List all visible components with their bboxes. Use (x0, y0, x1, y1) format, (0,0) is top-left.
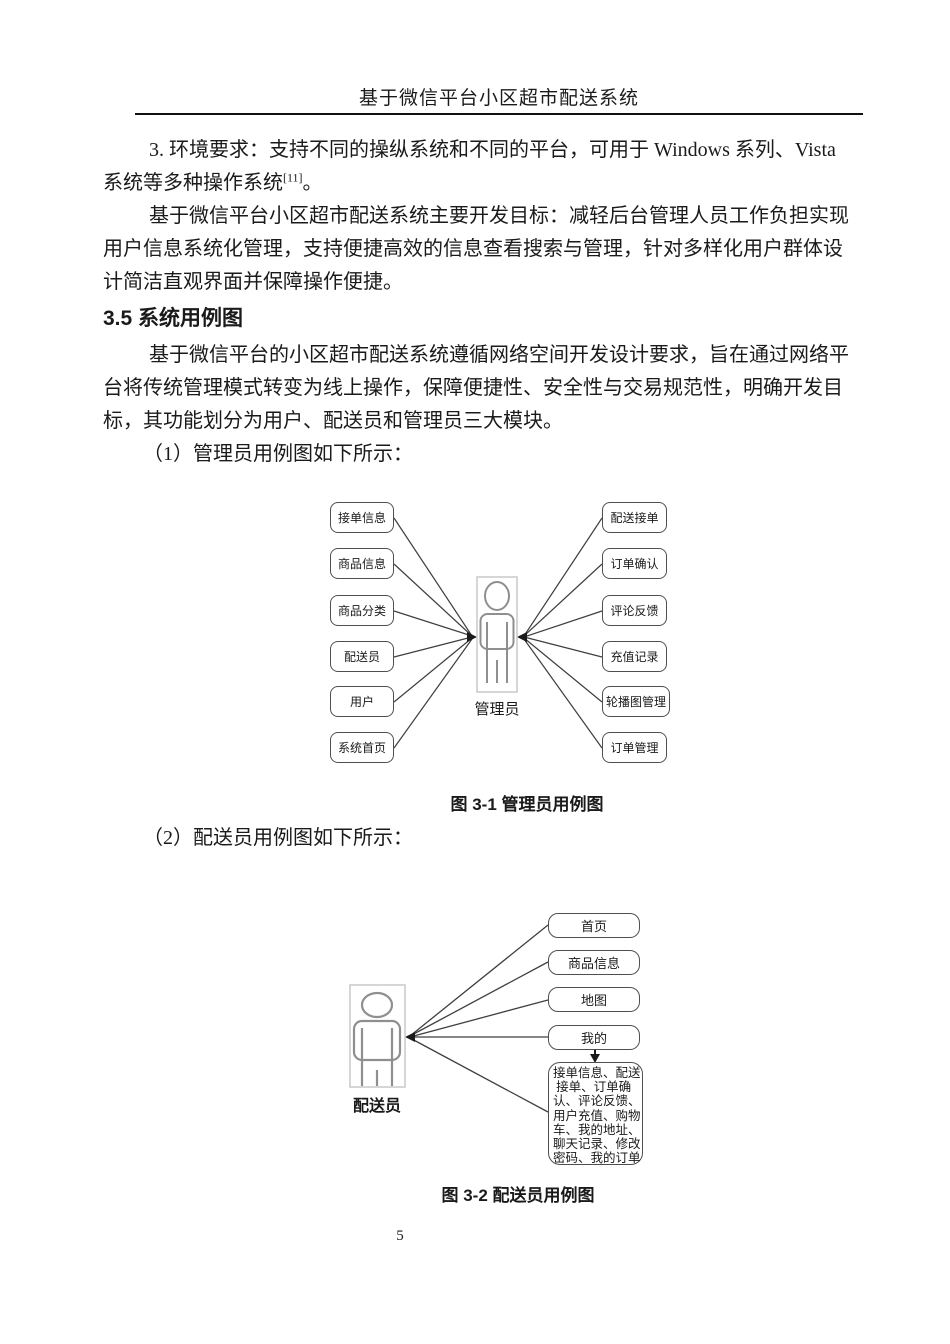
connector-line (523, 610, 603, 638)
para2-line1: 基于微信平台小区超市配送系统主要开发目标：减轻后台管理人员工作负担实现 (149, 205, 849, 227)
para1-line1: 3. 环境要求：支持不同的操纵系统和不同的平台，可用于 Windows 系列、V… (149, 139, 836, 161)
figure-caption-3-1: 图 3-1 管理员用例图 (450, 795, 604, 814)
detail-line: 车、我的地址、 (553, 1122, 641, 1137)
actor-head (360, 991, 394, 1019)
header-rule (135, 113, 863, 115)
running-header-title: 基于微信平台小区超市配送系统 (358, 88, 639, 109)
para3-line1: 基于微信平台的小区超市配送系统遵循网络空间开发设计要求，旨在通过网络平 (149, 344, 849, 366)
admin-diagram-canvas (393, 517, 603, 749)
down-arrowhead (590, 1054, 600, 1063)
admin-usecase-diagram: 接单信息 商品信息 商品分类 配送员 用户 系统首页 配送接单 订单确认 评论反… (300, 490, 700, 790)
usecase-node: 首页 (548, 913, 640, 938)
connector-line (393, 638, 473, 749)
detail-line: 认、评论反馈、 (553, 1094, 641, 1109)
courier-functions-box: 接单信息、配送 接单、订单确 认、评论反馈、 用户充值、购物 车、我的地址、 聊… (548, 1062, 643, 1165)
detail-line: 接单信息、配送 (553, 1066, 641, 1080)
arrowhead-left (405, 1032, 415, 1042)
citation-ref: [11] (283, 170, 303, 185)
usecase-node: 我的 (548, 1025, 640, 1050)
usecase-node: 用户 (330, 686, 394, 717)
admin-actor-icon (476, 576, 518, 693)
connector-line (393, 637, 473, 703)
detail-line: 接单、订单确 (553, 1080, 632, 1095)
usecase-node: 商品分类 (330, 595, 394, 626)
actor-limbs (360, 1028, 394, 1086)
actor-torso (352, 1019, 402, 1062)
para3-line3: 标，其功能划分为用户、配送员和管理员三大模块。 (103, 410, 563, 432)
usecase-node: 地图 (548, 987, 640, 1012)
figure-caption-3-2: 图 3-2 配送员用例图 (441, 1186, 595, 1205)
usecase-node: 配送员 (330, 641, 394, 672)
connector-line (523, 637, 603, 703)
connector-line (393, 563, 473, 637)
section-heading: 3.5 系统用例图 (103, 307, 244, 330)
connector-line (523, 517, 603, 637)
actor-limbs (486, 622, 508, 683)
connector-line (409, 961, 549, 1037)
courier-actor-icon (349, 984, 406, 1088)
actor-head (484, 581, 510, 611)
courier-actor-label: 配送员 (352, 1098, 401, 1115)
usecase-node: 商品信息 (548, 950, 640, 975)
page-number: 5 (396, 1228, 404, 1244)
detail-line: 密码、我的订单 (553, 1151, 641, 1166)
connector-line (523, 638, 603, 749)
connector-line (409, 1037, 549, 1113)
usecase-node: 轮播图管理 (602, 686, 670, 717)
courier-usecase-diagram: 首页 商品信息 地图 我的 接单信息、配送 接单、订单确 认、评论反馈、 用户充… (330, 900, 670, 1190)
usecase-node: 评论反馈 (602, 595, 667, 626)
connector-lines (409, 924, 549, 1113)
detail-line: 用户充值、购物 (553, 1108, 641, 1123)
usecase-node: 接单信息 (330, 502, 394, 533)
connector-lines (393, 517, 603, 749)
para1-line2-text: 系统等多种操作系统 (103, 172, 283, 194)
actor-torso (479, 613, 515, 650)
courier-diagram-canvas (349, 924, 600, 1113)
usecase-node: 充值记录 (602, 641, 667, 672)
usecase-node: 系统首页 (330, 732, 394, 763)
admin-actor-label: 管理员 (474, 702, 520, 718)
para2-line2: 用户信息系统化管理，支持便捷高效的信息查看搜索与管理，针对多样化用户群体设 (103, 238, 843, 260)
connector-line (409, 999, 549, 1038)
para1-line2-end: 。 (302, 172, 323, 194)
para1-line2: 系统等多种操作系统[11]。 (103, 167, 863, 200)
usecase-node: 订单确认 (602, 548, 667, 579)
usecase-node: 订单管理 (602, 732, 667, 763)
connector-line (409, 924, 549, 1037)
para2-line3: 计简洁直观界面并保障操作便捷。 (103, 271, 403, 293)
para3-line2: 台将传统管理模式转变为线上操作，保障便捷性、安全性与交易规范性，明确开发目 (103, 377, 843, 399)
usecase-node: 配送接单 (602, 502, 667, 533)
list-item-2: （2）配送员用例图如下所示： (143, 827, 413, 849)
list-item-1: （1）管理员用例图如下所示： (143, 443, 413, 465)
usecase-node: 商品信息 (330, 548, 394, 579)
connector-line (393, 517, 473, 637)
connector-line (393, 610, 473, 637)
arrowhead-right (517, 632, 527, 642)
connector-line (393, 636, 473, 658)
detail-line: 聊天记录、修改 (553, 1137, 641, 1152)
arrowhead-left (467, 632, 477, 642)
connector-line (523, 636, 603, 658)
connector-line (523, 563, 603, 637)
